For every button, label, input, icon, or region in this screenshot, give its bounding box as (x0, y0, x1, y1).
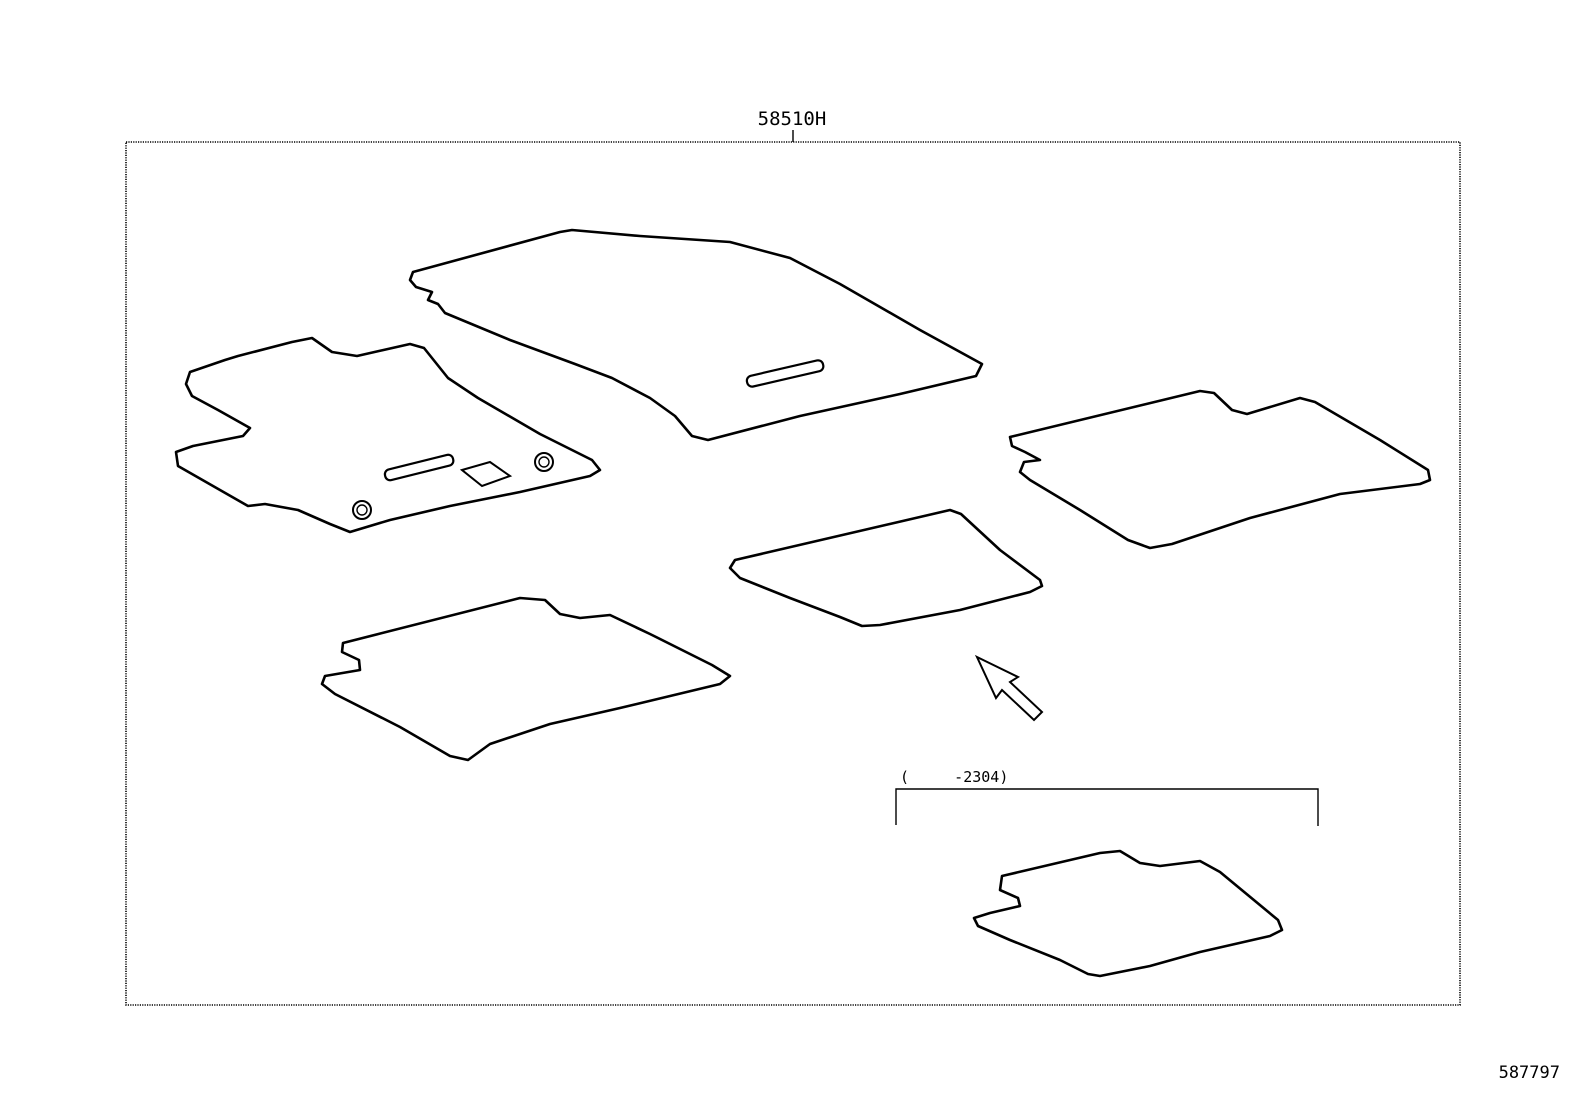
range-bracket (895, 788, 1319, 826)
driver-mat-heel-pad (459, 460, 513, 488)
alternate-rear-floor-mat[interactable] (972, 849, 1284, 978)
driver-mat-eyelet-rear (352, 500, 372, 520)
passenger-front-floor-mat[interactable] (408, 228, 984, 442)
production-range-note: ( -2304) (900, 768, 1008, 786)
rear-center-floor-mat[interactable] (728, 508, 1044, 628)
figure-number: 587797 (1499, 1063, 1560, 1083)
part-number-label[interactable]: 58510H (758, 108, 827, 130)
driver-mat-heel-pad-slot (383, 453, 455, 482)
assembly-frame (125, 141, 1461, 1006)
rear-right-floor-mat[interactable] (1008, 389, 1432, 550)
driver-front-floor-mat[interactable] (174, 336, 602, 534)
passenger-mat-heel-pad-slot (745, 359, 825, 388)
driver-mat-eyelet-front (534, 452, 554, 472)
view-direction-arrow-icon (974, 654, 1044, 722)
rear-left-floor-mat[interactable] (320, 596, 732, 762)
